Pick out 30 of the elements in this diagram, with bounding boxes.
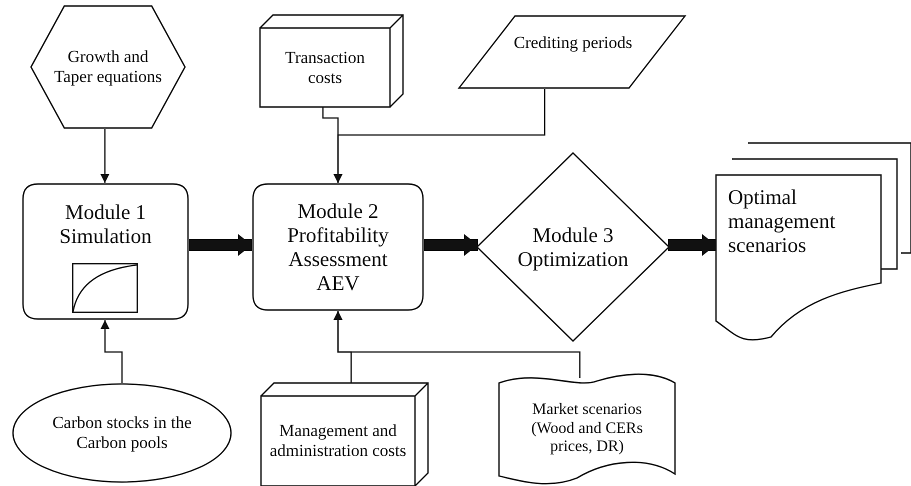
node-title: Management and administration costs [268,421,408,461]
parallelogram-box [458,15,686,89]
node-title: Carbon stocks in the Carbon pools [51,413,193,453]
process-box [252,183,424,311]
process-box [22,183,189,320]
arrow [334,311,580,378]
decision-diamond [476,152,670,342]
node-title: Market scenarios (Wood and CERs prices, DR) [530,401,644,457]
multi-document-shape [716,143,911,343]
ellipse-shape [12,383,232,483]
arrow [100,320,123,383]
node-title: Growth and Taper equations [53,47,163,87]
cube-box [261,383,428,486]
document-shape [497,375,677,486]
node-title: Transaction costs [284,48,366,88]
node-title: Crediting periods [514,33,632,53]
block-arrow [668,234,716,256]
node-text: Optimization [518,247,628,272]
block-arrow [189,234,252,256]
node-text: Simulation [59,224,152,248]
arrow [334,89,546,183]
node-text: Profitability Assessment AEV [286,222,390,296]
node-title: Optimal management scenarios [728,185,836,258]
hexagon-box [30,5,186,129]
block-arrow [424,234,478,256]
arrow [100,129,110,183]
node-title: Module 1 [64,200,146,224]
cube-box [260,15,403,107]
node-title: Module 2 [297,198,379,223]
node-title: Module 3 [532,222,614,247]
